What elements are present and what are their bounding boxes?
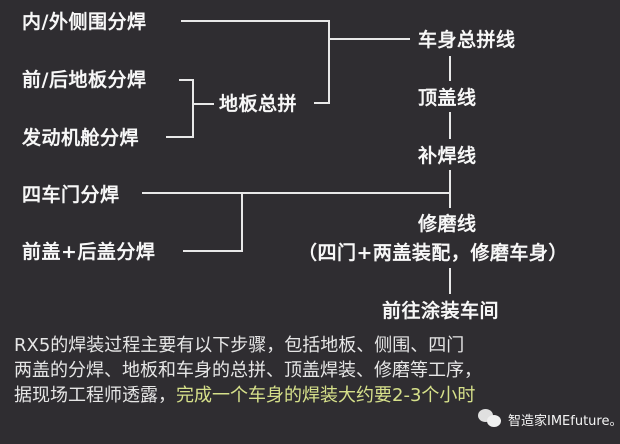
connector-finishing-to-paint xyxy=(449,268,451,294)
node-engine-bay-welding: 发动机舱分焊 xyxy=(22,127,140,149)
node-side-panel-welding: 内/外侧围分焊 xyxy=(22,11,147,33)
caption-highlight: 完成一个车身的焊装大约要2-3个小时 xyxy=(176,385,476,406)
connector-framing-bracket xyxy=(328,20,330,104)
watermark-text: 智造家IMEfuture。 xyxy=(508,413,620,429)
connector-side-panel xyxy=(181,20,329,22)
caption-line-3: 据现场工程师透露，完成一个车身的焊装大约要2-3个小时 xyxy=(14,383,614,408)
connector-floor-assembly-out xyxy=(314,102,330,104)
connector-engine-bay xyxy=(166,136,194,138)
connector-closures-bracket xyxy=(241,192,243,251)
wechat-icon xyxy=(478,409,504,429)
caption-line-2: 两盖的分焊、地板和车身的总拼、顶盖焊装、修磨等工序， xyxy=(14,360,482,381)
node-hood-trunk-welding: 前盖+后盖分焊 xyxy=(22,241,156,263)
connector-roof-to-respot xyxy=(449,112,451,139)
node-floor-assembly: 地板总拼 xyxy=(219,93,298,115)
connector-floor-bracket xyxy=(192,79,194,138)
caption-line-3-normal: 据现场工程师透露， xyxy=(14,385,176,406)
connector-to-floor-assembly xyxy=(192,103,214,105)
node-four-doors-welding: 四车门分焊 xyxy=(22,184,120,206)
connector-framing-to-roof xyxy=(449,56,451,81)
watermark: 智造家IMEfuture。 xyxy=(478,409,620,429)
node-roof-line: 顶盖线 xyxy=(418,87,477,109)
connector-floor-welding xyxy=(179,79,194,81)
node-finishing-detail: （四门+两盖装配，修磨车身） xyxy=(298,242,568,264)
node-body-framing-line: 车身总拼线 xyxy=(418,29,516,51)
node-finishing-line: 修磨线 xyxy=(418,213,477,235)
connector-respot-to-finishing xyxy=(449,170,451,208)
connector-hood-trunk xyxy=(183,250,243,252)
caption-line-1: RX5的焊装过程主要有以下步骤，包括地板、侧围、四门 xyxy=(14,335,465,356)
connector-to-framing-line xyxy=(328,38,410,40)
node-to-paint-shop: 前往涂装车间 xyxy=(382,300,500,322)
caption: RX5的焊装过程主要有以下步骤，包括地板、侧围、四门 两盖的分焊、地板和车身的总… xyxy=(14,333,614,408)
node-respot-line: 补焊线 xyxy=(418,145,477,167)
node-floor-welding: 前/后地板分焊 xyxy=(22,69,147,91)
connector-four-doors xyxy=(142,192,451,194)
